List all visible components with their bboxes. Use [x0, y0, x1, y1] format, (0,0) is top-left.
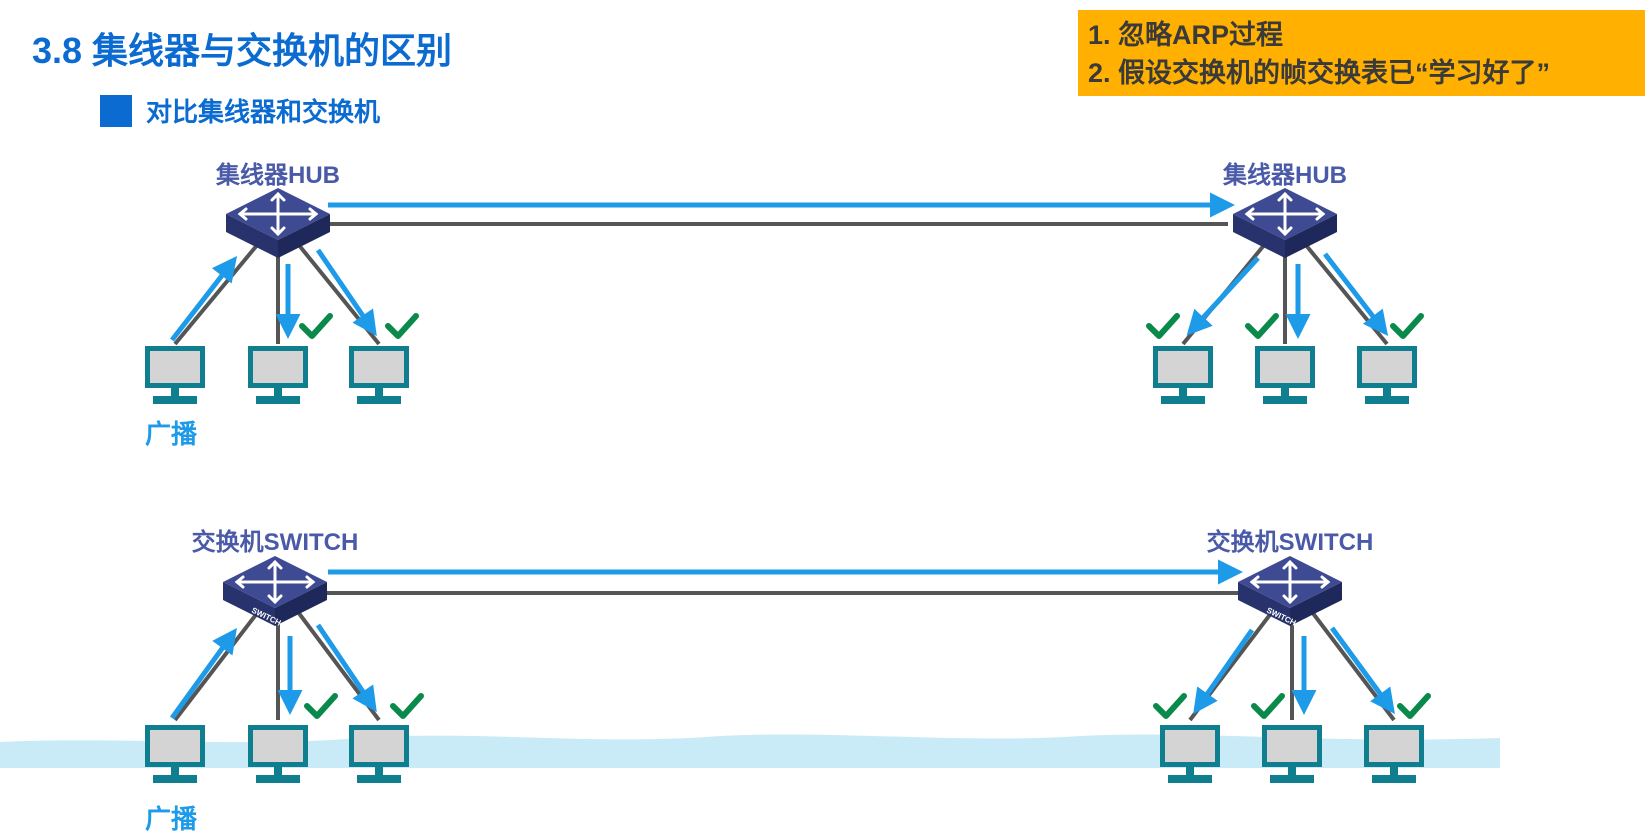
hub-icon — [1231, 186, 1339, 260]
arrow-icon — [1329, 626, 1395, 715]
hub-row: 集线器HUB 集线器HUB 广播 — [145, 161, 1421, 449]
computer-icon — [1262, 725, 1322, 783]
hub-cables — [173, 222, 1389, 346]
broadcast-label: 广播 — [145, 804, 198, 834]
assumption-notes: 1. 忽略ARP过程 2. 假设交换机的帧交换表已“学习好了” — [1078, 10, 1645, 96]
computer-icon — [1357, 346, 1417, 404]
check-icon — [1156, 696, 1184, 716]
computer-icon — [1364, 725, 1424, 783]
hub-label-right: 集线器HUB — [1222, 161, 1347, 189]
computer-icon — [1255, 346, 1315, 404]
check-icon — [388, 316, 416, 336]
switch-row: SWITCH SWITCH 交换机SWITCH 交换机SWITCH 广播 — [0, 528, 1500, 834]
switch-icon: SWITCH — [221, 554, 329, 628]
switch-cables — [173, 591, 1396, 722]
switch-label-left: 交换机SWITCH — [192, 528, 359, 556]
computer-icon — [1160, 725, 1220, 783]
hub-frame-arrows — [170, 192, 1389, 342]
check-icon — [1254, 696, 1282, 716]
check-icon — [307, 696, 335, 716]
computer-icon — [349, 346, 409, 404]
hub-label-left: 集线器HUB — [215, 161, 340, 189]
arrow-icon — [1323, 252, 1389, 336]
switch-icon: SWITCH — [1236, 554, 1344, 628]
slide-title: 3.8 集线器与交换机的区别 — [32, 30, 453, 71]
switch-label-right: 交换机SWITCH — [1207, 528, 1374, 556]
check-icon — [1400, 696, 1428, 716]
computer-icon — [248, 346, 308, 404]
note-item-1: 1. 忽略ARP过程 — [1088, 20, 1284, 50]
arrow-icon — [315, 623, 377, 713]
slide-subtitle: 对比集线器和交换机 — [100, 92, 380, 129]
subtitle-text: 对比集线器和交换机 — [146, 97, 381, 127]
check-icon — [393, 696, 421, 716]
computer-icon — [145, 346, 205, 404]
switch-frame-arrows — [169, 559, 1395, 720]
check-icon — [302, 316, 330, 336]
computer-icon — [248, 725, 308, 783]
note-item-2: 2. 假设交换机的帧交换表已“学习好了” — [1088, 58, 1551, 88]
check-icon — [1248, 316, 1276, 336]
arrow-icon — [1186, 256, 1260, 336]
arrow-icon — [1193, 628, 1255, 715]
computer-icon — [1153, 346, 1213, 404]
bullet-square-icon — [100, 94, 132, 127]
computer-icon — [145, 725, 205, 783]
computer-icon — [349, 725, 409, 783]
arrow-icon — [169, 627, 237, 720]
arrow-icon — [170, 256, 238, 342]
check-icon — [1149, 316, 1177, 336]
broadcast-label: 广播 — [145, 419, 198, 449]
hub-icon — [224, 186, 332, 260]
check-icon — [1393, 316, 1421, 336]
arrow-icon — [315, 248, 377, 337]
